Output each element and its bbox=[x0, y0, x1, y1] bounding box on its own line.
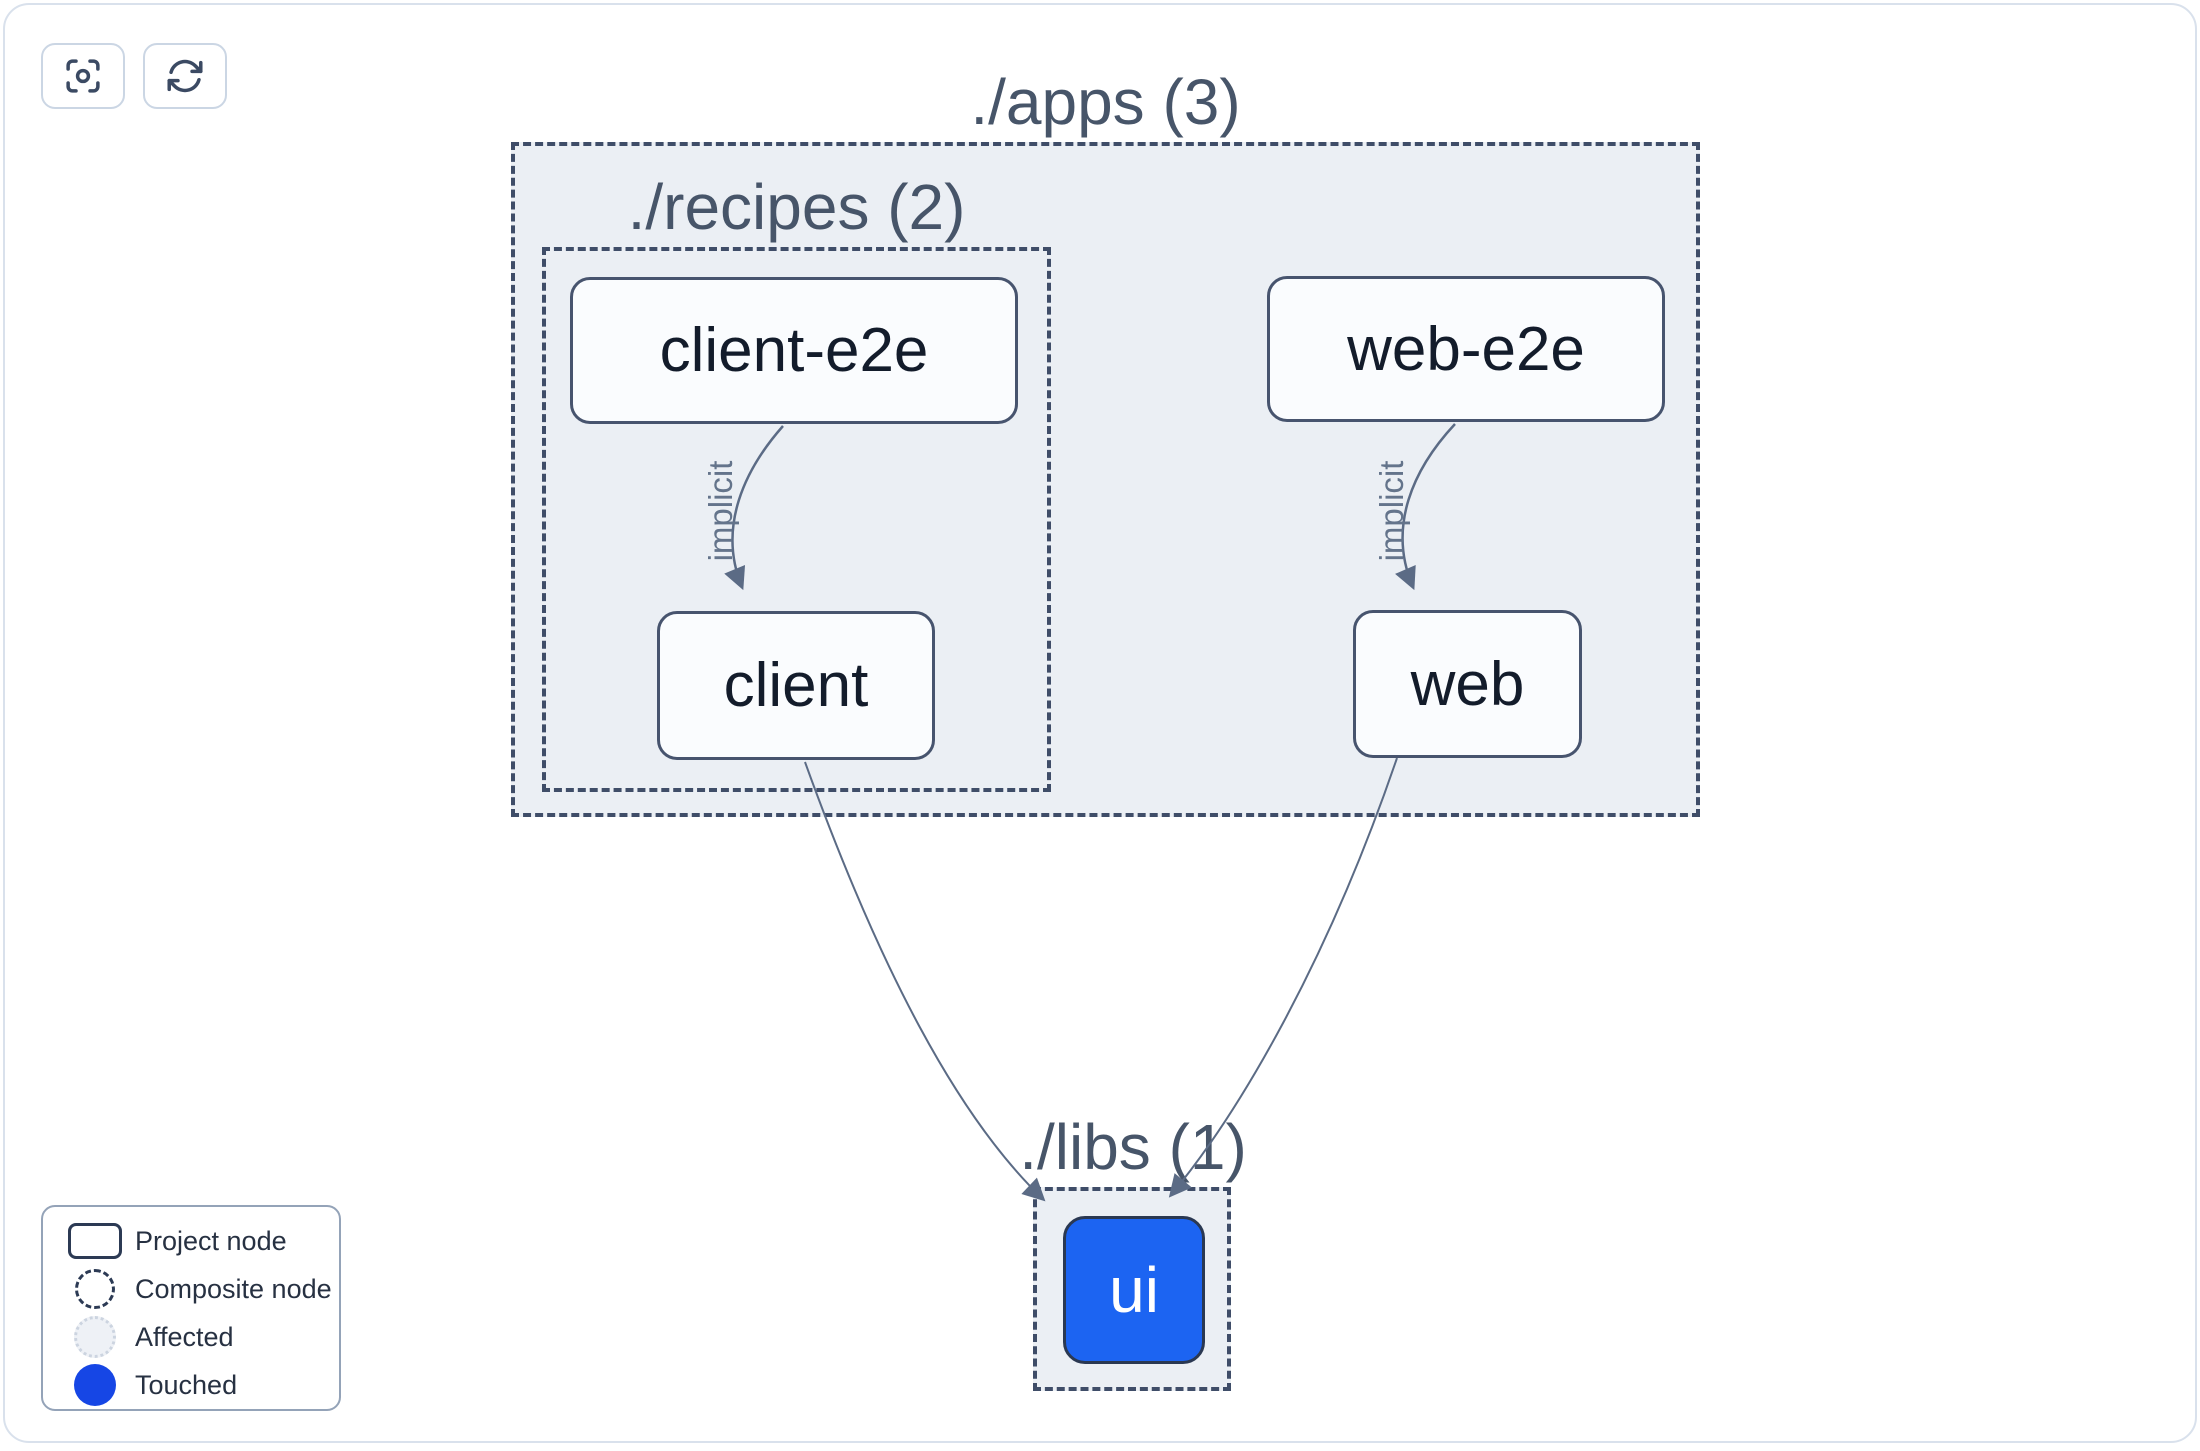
group-label-libs: ./libs (1) bbox=[1019, 1111, 1247, 1183]
group-label-apps: ./apps (3) bbox=[970, 66, 1241, 138]
edge-web-to-ui[interactable] bbox=[1168, 757, 1398, 1198]
project-node-swatch bbox=[68, 1223, 122, 1259]
graph-viewport[interactable]: ./apps (3) ./recipes (2) ./libs (1) impl… bbox=[3, 3, 2197, 1443]
legend-label: Project node bbox=[135, 1225, 287, 1256]
node-label: web bbox=[1410, 649, 1525, 719]
node-label: client-e2e bbox=[659, 316, 929, 385]
legend-item-composite-node: Composite node bbox=[43, 1265, 339, 1313]
edge-label-implicit-web: implicit bbox=[1373, 460, 1410, 562]
edge-client-to-ui[interactable] bbox=[804, 761, 1046, 1202]
legend-item-project-node: Project node bbox=[43, 1217, 339, 1265]
reset-focus-button[interactable] bbox=[41, 43, 125, 109]
composite-node-swatch bbox=[75, 1269, 115, 1309]
legend: Project node Composite node Affected Tou… bbox=[41, 1205, 341, 1411]
node-label: client bbox=[723, 651, 869, 720]
refresh-icon bbox=[164, 55, 206, 97]
group-label-recipes: ./recipes (2) bbox=[627, 171, 966, 243]
project-node-web[interactable]: web bbox=[1353, 610, 1582, 758]
edge-web-e2e-to-web[interactable] bbox=[1395, 423, 1456, 591]
affected-swatch bbox=[74, 1316, 116, 1358]
project-node-ui[interactable]: ui bbox=[1063, 1216, 1205, 1364]
node-label: web-e2e bbox=[1347, 314, 1585, 384]
legend-label: Composite node bbox=[135, 1273, 332, 1304]
edge-client-e2e-to-client[interactable] bbox=[724, 425, 784, 591]
node-label: ui bbox=[1109, 1254, 1159, 1326]
project-node-web-e2e[interactable]: web-e2e bbox=[1267, 276, 1665, 422]
legend-item-affected: Affected bbox=[43, 1313, 339, 1361]
legend-label: Affected bbox=[135, 1321, 234, 1352]
touched-swatch bbox=[74, 1364, 116, 1406]
focus-target-icon bbox=[62, 55, 104, 97]
legend-label: Touched bbox=[135, 1369, 238, 1400]
legend-item-touched: Touched bbox=[43, 1361, 339, 1409]
edge-label-implicit-client: implicit bbox=[702, 460, 739, 562]
edge-layer bbox=[724, 423, 1456, 1202]
project-node-client-e2e[interactable]: client-e2e bbox=[570, 277, 1018, 424]
refresh-graph-button[interactable] bbox=[143, 43, 227, 109]
project-node-client[interactable]: client bbox=[657, 611, 935, 760]
